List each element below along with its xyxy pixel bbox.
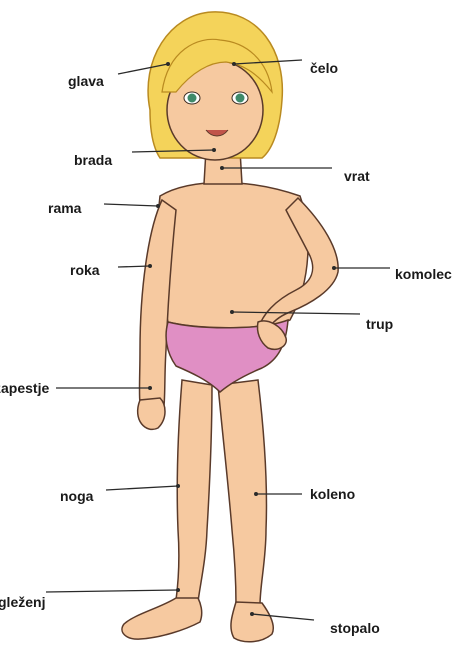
label-zapestje: zapestje (0, 380, 49, 396)
leader-line-celo (234, 60, 302, 64)
label-brada: brada (74, 152, 112, 168)
leader-dot-brada (212, 148, 216, 152)
leader-line-brada (132, 150, 214, 152)
label-roka: roka (70, 262, 100, 278)
leader-dot-vrat (220, 166, 224, 170)
label-noga: noga (60, 488, 93, 504)
leader-line-rama (104, 204, 158, 206)
leader-dot-glava (166, 62, 170, 66)
leader-dot-komolec (332, 266, 336, 270)
label-koleno: koleno (310, 486, 355, 502)
leader-dot-stopalo (250, 612, 254, 616)
leader-dot-koleno (254, 492, 258, 496)
label-komolec: komolec (395, 266, 452, 282)
leader-line-stopalo (252, 614, 314, 620)
label-celo: čelo (310, 60, 338, 76)
label-stopalo: stopalo (330, 620, 380, 636)
label-rama: rama (48, 200, 81, 216)
label-vrat: vrat (344, 168, 370, 184)
leader-dot-zapestje (148, 386, 152, 390)
label-gleznej: gleženj (0, 594, 45, 610)
leader-line-gleznej (46, 590, 178, 592)
leader-line-noga (106, 486, 178, 490)
leader-line-glava (118, 64, 168, 74)
leader-dot-rama (156, 204, 160, 208)
leader-dot-celo (232, 62, 236, 66)
label-trup: trup (366, 316, 393, 332)
leader-dot-roka (148, 264, 152, 268)
leader-line-trup (232, 312, 360, 314)
leader-dot-gleznej (176, 588, 180, 592)
leader-dot-noga (176, 484, 180, 488)
leader-dot-trup (230, 310, 234, 314)
label-glava: glava (68, 73, 104, 89)
leader-line-roka (118, 266, 150, 267)
